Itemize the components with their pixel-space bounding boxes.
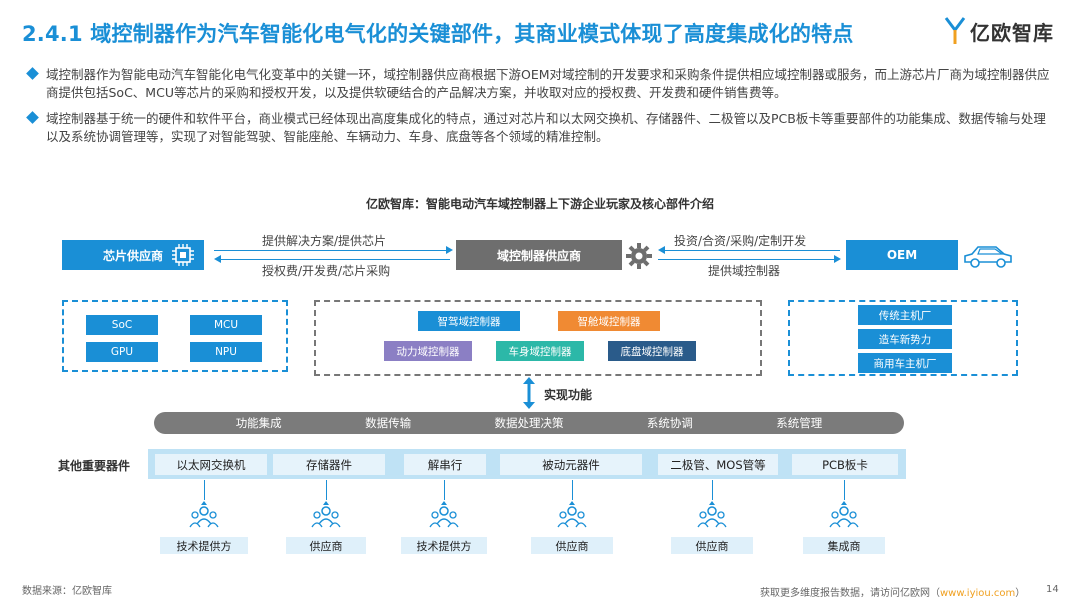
function-item: 数据处理决策 — [494, 416, 564, 430]
arrow-left-icon — [658, 246, 665, 254]
chip-icon — [172, 244, 194, 266]
supplier-arrow-line — [844, 480, 845, 500]
supplier-label: 供应商 — [531, 537, 613, 554]
supplier-label: 供应商 — [286, 537, 366, 554]
diamond-bullet-icon — [26, 111, 39, 124]
supplier-arrow-line — [204, 480, 205, 500]
supplier-arrow-line — [326, 480, 327, 500]
people-group-icon — [189, 501, 219, 528]
bullet-item: 域控制器基于统一的硬件和软件平台，商业模式已经体现出高度集成化的特点，通过对芯片… — [26, 110, 1056, 146]
function-item: 数据传输 — [365, 416, 412, 430]
arrow-right-icon — [834, 255, 841, 263]
chip-supplier-label: 芯片供应商 — [102, 248, 163, 263]
footer-more-text: 获取更多维度报告数据，请访问亿欧网（ — [760, 588, 940, 599]
page-title: 2.4.1 域控制器作为汽车智能化电气化的关键部件，其商业模式体现了高度集成化的… — [22, 22, 854, 46]
component-diode-mos: 二极管、MOS管等 — [658, 454, 778, 475]
oem-traditional: 传统主机厂 — [858, 305, 952, 325]
supplier-arrow-line — [572, 480, 573, 500]
cockpit-domain-controller: 智舱域控制器 — [558, 311, 660, 331]
arrow-label-investment: 投资/合资/采购/定制开发 — [674, 234, 807, 248]
body-domain-controller: 车身域控制器 — [496, 341, 584, 361]
supplier-label: 集成商 — [803, 537, 885, 554]
arrow-label-provide: 提供域控制器 — [708, 264, 781, 278]
footer-more-end: ） — [1015, 588, 1026, 599]
people-group-icon — [311, 501, 341, 528]
supplier-label: 供应商 — [671, 537, 753, 554]
chip-soc: SoC — [86, 315, 158, 335]
car-icon — [964, 246, 1012, 268]
oem-new-forces: 造车新势力 — [858, 329, 952, 349]
arrow-line — [214, 250, 448, 251]
component-passive: 被动元器件 — [500, 454, 642, 475]
component-pcb: PCB板卡 — [792, 454, 898, 475]
arrow-label-fees: 授权费/开发费/芯片采购 — [262, 264, 391, 278]
supplier-label: 技术提供方 — [401, 537, 487, 554]
domain-supplier-label: 域控制器供应商 — [496, 248, 581, 263]
chassis-domain-controller: 底盘域控制器 — [608, 341, 696, 361]
bullet-item: 域控制器作为智能电动汽车智能化电气化变革中的关键一环，域控制器供应商根据下游OE… — [26, 66, 1056, 102]
components-label: 其他重要器件 — [58, 459, 131, 473]
function-bar: 功能集成 数据传输 数据处理决策 系统协调 系统管理 — [154, 412, 904, 434]
arrow-right-icon — [446, 246, 453, 254]
component-ethernet-switch: 以太网交换机 — [155, 454, 267, 475]
arrow-line — [664, 250, 840, 251]
bullet-text: 域控制器基于统一的硬件和软件平台，商业模式已经体现出高度集成化的特点，通过对芯片… — [46, 111, 1046, 144]
chip-npu: NPU — [190, 342, 262, 362]
data-source: 数据来源：亿欧智库 — [22, 586, 112, 597]
double-arrow-icon — [523, 377, 535, 409]
function-item: 系统管理 — [776, 416, 823, 430]
people-group-icon — [697, 501, 727, 528]
people-group-icon — [557, 501, 587, 528]
function-item: 功能集成 — [235, 416, 282, 430]
logo-text: 亿欧智库 — [970, 20, 1054, 45]
people-group-icon — [429, 501, 459, 528]
arrow-line — [658, 259, 834, 260]
chip-types-box — [62, 300, 288, 372]
people-group-icon — [829, 501, 859, 528]
bullet-text: 域控制器作为智能电动汽车智能化电气化变革中的关键一环，域控制器供应商根据下游OE… — [46, 67, 1050, 100]
diamond-bullet-icon — [26, 67, 39, 80]
arrow-label-solutions: 提供解决方案/提供芯片 — [262, 234, 387, 248]
chip-mcu: MCU — [190, 315, 262, 335]
brand-logo: 亿欧智库 — [944, 16, 1054, 46]
oem-types-box — [788, 300, 1018, 376]
yiou-logo-icon — [944, 17, 966, 44]
arrow-line — [220, 259, 450, 260]
supplier-arrow-line — [444, 480, 445, 500]
oem-commercial: 商用车主机厂 — [858, 353, 952, 373]
function-item: 系统协调 — [646, 416, 693, 430]
domain-controllers-box — [314, 300, 762, 376]
component-storage: 存储器件 — [273, 454, 385, 475]
gear-icon — [626, 243, 652, 269]
domain-controller-supplier-node: 域控制器供应商 — [456, 240, 622, 270]
oem-node: OEM — [846, 240, 958, 270]
footer-link[interactable]: www.iyiou.com — [940, 588, 1016, 599]
supplier-arrow-line — [712, 480, 713, 500]
diagram-title: 亿欧智库：智能电动汽车域控制器上下游企业玩家及核心部件介绍 — [365, 197, 714, 211]
arrow-left-icon — [214, 255, 221, 263]
chip-gpu: GPU — [86, 342, 158, 362]
power-domain-controller: 动力域控制器 — [384, 341, 472, 361]
footer-more: 获取更多维度报告数据，请访问亿欧网（www.iyiou.com） — [760, 584, 1025, 599]
component-serdes: 解串行 — [404, 454, 486, 475]
bullet-list: 域控制器作为智能电动汽车智能化电气化变革中的关键一环，域控制器供应商根据下游OE… — [26, 66, 1056, 154]
adas-domain-controller: 智驾域控制器 — [418, 311, 520, 331]
oem-label: OEM — [886, 248, 918, 262]
supplier-label: 技术提供方 — [160, 537, 248, 554]
realize-function-label: 实现功能 — [544, 388, 593, 402]
page-number: 14 — [1046, 584, 1059, 595]
